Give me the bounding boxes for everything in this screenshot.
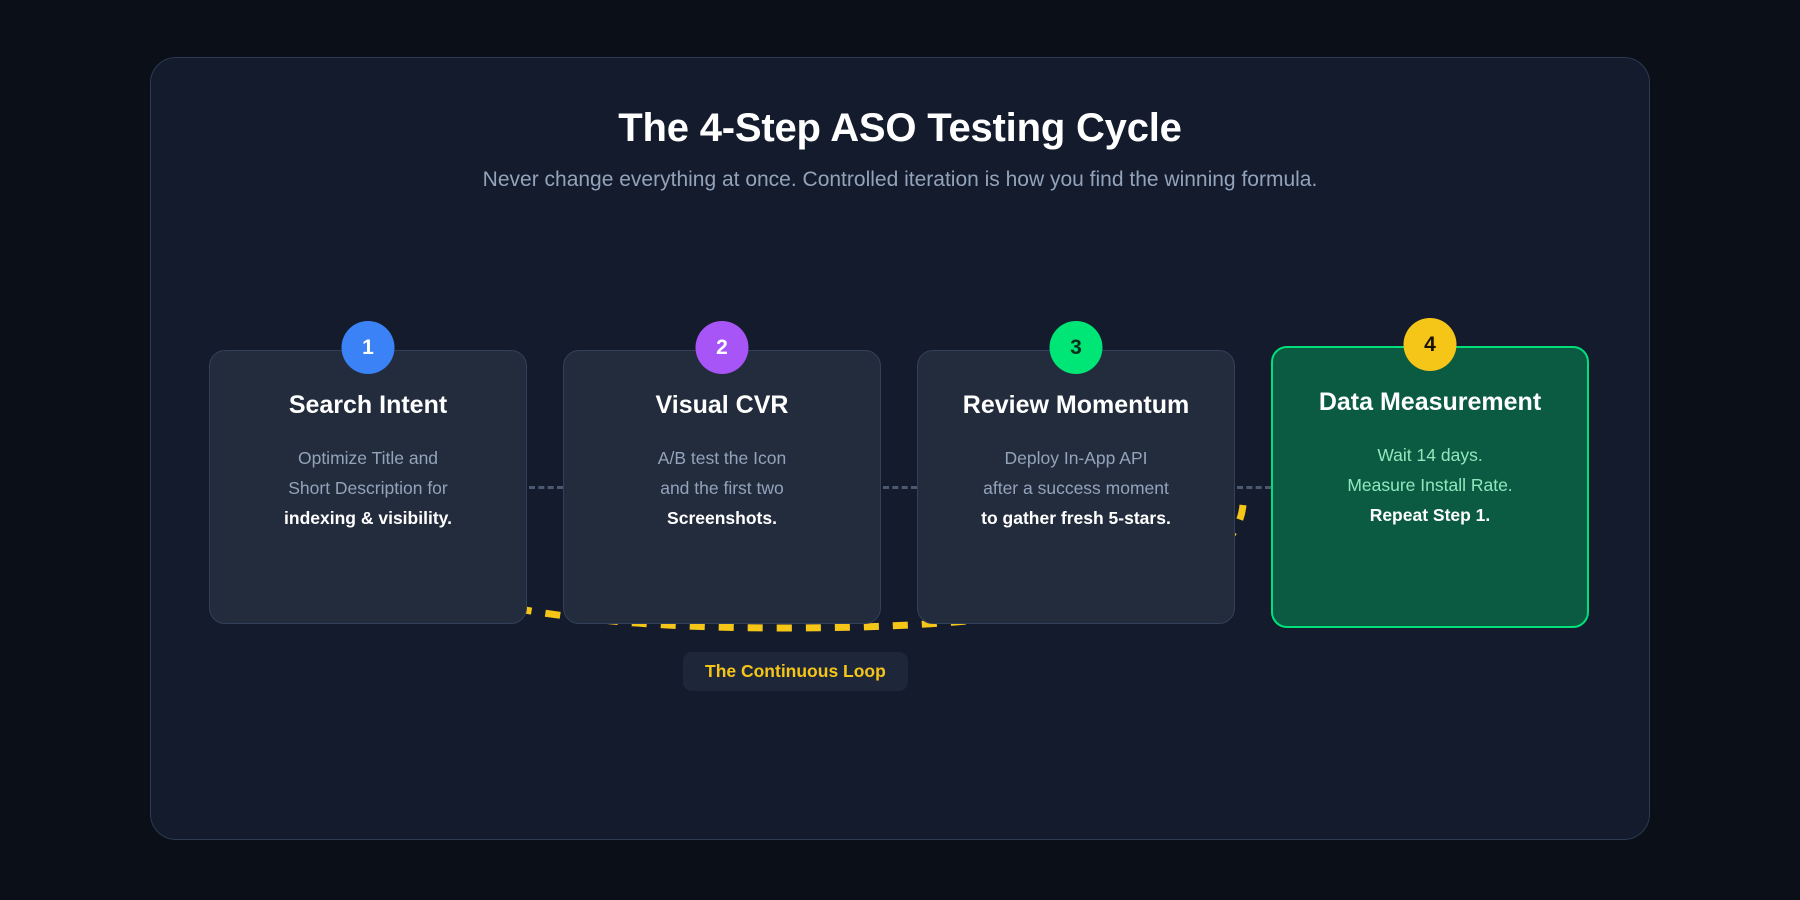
connector-3-4 xyxy=(1237,486,1271,489)
step-body-line-3: indexing & visibility. xyxy=(284,508,452,528)
page-subtitle: Never change everything at once. Control… xyxy=(482,168,1318,191)
step-title-1: Search Intent xyxy=(288,391,448,419)
step-body-2: A/B test the Icon and the first two Scre… xyxy=(564,443,880,533)
step-body-4: Wait 14 days. Measure Install Rate. Repe… xyxy=(1273,440,1587,530)
step-badge-number-3: 3 xyxy=(1070,335,1082,359)
step-body-line-1: Deploy In-App API xyxy=(1004,448,1148,468)
step-badge-2: 2 xyxy=(695,321,749,374)
step-title-4: Data Measurement xyxy=(1318,388,1542,416)
step-badge-3: 3 xyxy=(1049,321,1103,374)
step-body-line-2: and the first two xyxy=(660,478,784,498)
step-body-line-2: after a success moment xyxy=(983,478,1169,498)
step-card-2[interactable]: 2 Visual CVR A/B test the Icon and the f… xyxy=(563,321,881,624)
connector-2-3 xyxy=(883,486,917,489)
step-badge-number-4: 4 xyxy=(1424,332,1436,356)
step-body-line-1: Optimize Title and xyxy=(297,448,439,468)
step-body-line-2: Measure Install Rate. xyxy=(1347,475,1513,495)
page-title: The 4-Step ASO Testing Cycle xyxy=(618,106,1182,150)
step-body-line-3: to gather fresh 5-stars. xyxy=(981,508,1171,528)
step-body-3: Deploy In-App API after a success moment… xyxy=(918,443,1234,533)
step-body-line-2: Short Description for xyxy=(288,478,448,498)
step-card-4[interactable]: 4 Data Measurement Wait 14 days. Measure… xyxy=(1271,318,1589,628)
step-body-line-3: Repeat Step 1. xyxy=(1369,505,1491,525)
step-body-1: Optimize Title and Short Description for… xyxy=(210,443,526,533)
step-body-line-1: Wait 14 days. xyxy=(1377,445,1483,465)
step-badge-number-2: 2 xyxy=(716,335,728,359)
step-title-3: Review Momentum xyxy=(962,391,1190,419)
step-badge-1: 1 xyxy=(341,321,395,374)
step-badge-4: 4 xyxy=(1403,318,1457,371)
diagram-panel: The 4-Step ASO Testing Cycle Never chang… xyxy=(150,57,1650,840)
steps-row: 1 Search Intent Optimize Title and Short… xyxy=(209,294,1593,628)
step-card-1[interactable]: 1 Search Intent Optimize Title and Short… xyxy=(209,321,527,624)
step-body-line-3: Screenshots. xyxy=(667,508,777,528)
step-badge-number-1: 1 xyxy=(362,335,374,359)
continuous-loop-label: The Continuous Loop xyxy=(683,652,908,691)
step-body-line-1: A/B test the Icon xyxy=(657,448,787,468)
step-card-3[interactable]: 3 Review Momentum Deploy In-App API afte… xyxy=(917,321,1235,624)
step-title-2: Visual CVR xyxy=(655,391,789,419)
connector-1-2 xyxy=(529,486,563,489)
